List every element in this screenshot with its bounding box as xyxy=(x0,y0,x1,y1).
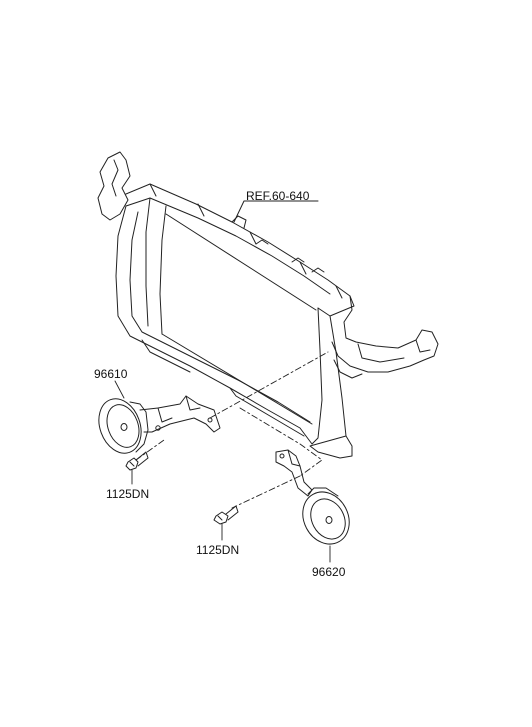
part-number-bolt-upper: 1125DN xyxy=(106,487,150,501)
horn-96610 xyxy=(98,395,221,454)
part-number-bolt-lower: 1125DN xyxy=(196,543,240,557)
ref-label: REF.60-640 xyxy=(246,189,310,203)
ref-leader xyxy=(233,200,319,223)
mounting-phantom-lines xyxy=(135,351,329,509)
bolt-1125dn-upper xyxy=(125,451,149,471)
part-number-horn-high: 96610 xyxy=(94,367,128,381)
bolt-1125dn-lower xyxy=(213,505,239,525)
radiator-support-frame xyxy=(97,151,439,459)
horn-96620 xyxy=(275,449,350,545)
part-number-horn-low: 96620 xyxy=(312,565,346,579)
label-leaders xyxy=(114,380,331,563)
